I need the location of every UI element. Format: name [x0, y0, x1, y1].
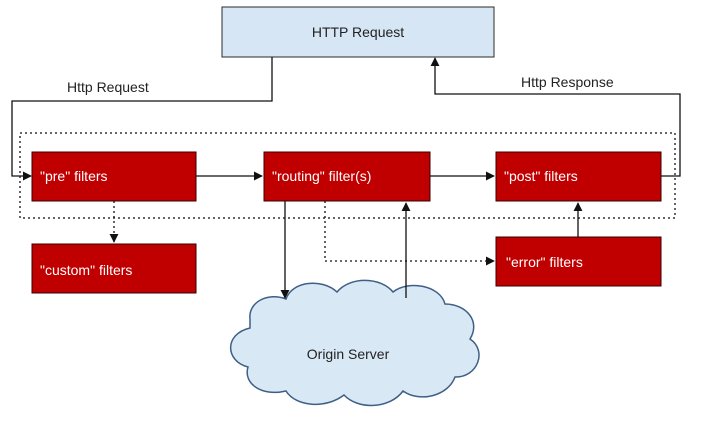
routing-to-error-dotted-arrow — [324, 201, 495, 266]
http-request-box — [221, 6, 495, 58]
pre-filters-label: "pre" filters — [40, 168, 108, 184]
error-filters-label: "error" filters — [506, 254, 583, 270]
http-request-box-label: HTTP Request — [312, 24, 404, 40]
post-filters-label: "post" filters — [504, 168, 578, 184]
custom-filters-label: "custom" filters — [40, 262, 132, 278]
post-filters-box — [495, 151, 662, 202]
routing-filters-label: "routing" filter(s) — [272, 168, 371, 184]
http-request-edge-label: Http Request — [67, 79, 149, 95]
origin-server-cloud — [230, 279, 480, 407]
pre-filters-box — [31, 151, 197, 202]
routing-filters-box — [263, 151, 431, 202]
http-response-edge-label: Http Response — [521, 74, 614, 90]
error-filters-box — [495, 236, 662, 287]
http-response-arrow — [430, 57, 681, 177]
origin-server-label: Origin Server — [307, 346, 390, 362]
http-request-arrow — [11, 57, 273, 181]
custom-filters-box — [31, 243, 197, 294]
